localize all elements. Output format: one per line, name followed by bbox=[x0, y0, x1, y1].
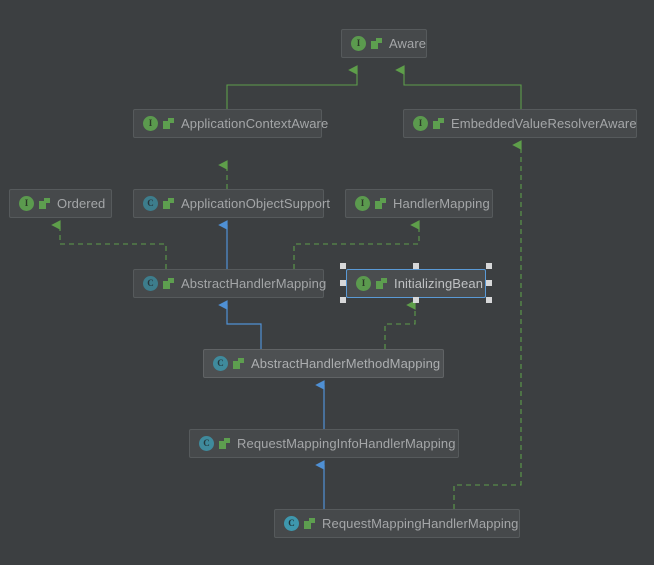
class-icon: C bbox=[284, 516, 299, 531]
visibility-public-icon bbox=[163, 278, 174, 289]
node-label: RequestMappingHandlerMapping bbox=[322, 516, 519, 531]
node-label: AbstractHandlerMapping bbox=[181, 276, 327, 291]
class-icon: C bbox=[143, 196, 158, 211]
visibility-public-icon bbox=[163, 198, 174, 209]
node-label: RequestMappingInfoHandlerMapping bbox=[237, 436, 456, 451]
node-ordered[interactable]: I Ordered bbox=[9, 189, 112, 218]
visibility-public-icon bbox=[376, 278, 387, 289]
class-icon: C bbox=[199, 436, 214, 451]
selection-handle-n[interactable] bbox=[413, 263, 419, 269]
edge-absthandmap-to-ordered bbox=[51, 220, 167, 269]
visibility-public-icon bbox=[375, 198, 386, 209]
selection-handle-sw[interactable] bbox=[340, 297, 346, 303]
interface-icon: I bbox=[143, 116, 158, 131]
node-label: InitializingBean bbox=[394, 276, 484, 291]
node-abstract-handler-method-mapping[interactable]: C AbstractHandlerMethodMapping bbox=[203, 349, 444, 378]
node-abstract-handler-mapping[interactable]: C AbstractHandlerMapping bbox=[133, 269, 327, 298]
interface-icon: I bbox=[19, 196, 34, 211]
interface-icon: I bbox=[355, 196, 370, 211]
edge-absthandmeth-to-absthandmap bbox=[218, 300, 262, 349]
interface-icon: I bbox=[351, 36, 366, 51]
visibility-public-icon bbox=[233, 358, 244, 369]
selection-handle-s[interactable] bbox=[413, 297, 419, 303]
node-aware[interactable]: I Aware bbox=[341, 29, 427, 58]
visibility-public-icon bbox=[163, 118, 174, 129]
class-icon: C bbox=[213, 356, 228, 371]
interface-icon: I bbox=[356, 276, 371, 291]
node-label: Aware bbox=[389, 36, 427, 51]
node-label: Ordered bbox=[57, 196, 106, 211]
node-embedded-value-resolver-aware[interactable]: I EmbeddedValueResolverAware bbox=[403, 109, 637, 138]
selection-handle-w[interactable] bbox=[340, 280, 346, 286]
node-label: AbstractHandlerMethodMapping bbox=[251, 356, 441, 371]
node-label: HandlerMapping bbox=[393, 196, 490, 211]
node-application-object-support[interactable]: C ApplicationObjectSupport bbox=[133, 189, 330, 218]
selection-handle-e[interactable] bbox=[486, 280, 492, 286]
node-label: ApplicationObjectSupport bbox=[181, 196, 331, 211]
node-request-mapping-info-handler-mapping[interactable]: C RequestMappingInfoHandlerMapping bbox=[189, 429, 459, 458]
visibility-public-icon bbox=[304, 518, 315, 529]
visibility-public-icon bbox=[371, 38, 382, 49]
node-request-mapping-handler-mapping[interactable]: C RequestMappingHandlerMapping bbox=[274, 509, 520, 538]
node-handler-mapping[interactable]: I HandlerMapping bbox=[345, 189, 493, 218]
node-label: ApplicationContextAware bbox=[181, 116, 329, 131]
node-application-context-aware[interactable]: I ApplicationContextAware bbox=[133, 109, 328, 138]
edge-initbean-to-handlermapping bbox=[293, 220, 420, 269]
visibility-public-icon bbox=[433, 118, 444, 129]
selection-handle-se[interactable] bbox=[486, 297, 492, 303]
visibility-public-icon bbox=[219, 438, 230, 449]
class-icon: C bbox=[143, 276, 158, 291]
selection-handle-ne[interactable] bbox=[486, 263, 492, 269]
node-initializing-bean[interactable]: I InitializingBean bbox=[346, 269, 486, 298]
interface-icon: I bbox=[413, 116, 428, 131]
node-label: EmbeddedValueResolverAware bbox=[451, 116, 637, 131]
edge-appctxaware-to-aware bbox=[226, 65, 358, 109]
visibility-public-icon bbox=[39, 198, 50, 209]
selection-handle-nw[interactable] bbox=[340, 263, 346, 269]
edge-embvalaware-to-aware bbox=[395, 65, 522, 109]
edge-absthandmeth-to-initbean bbox=[384, 300, 416, 349]
